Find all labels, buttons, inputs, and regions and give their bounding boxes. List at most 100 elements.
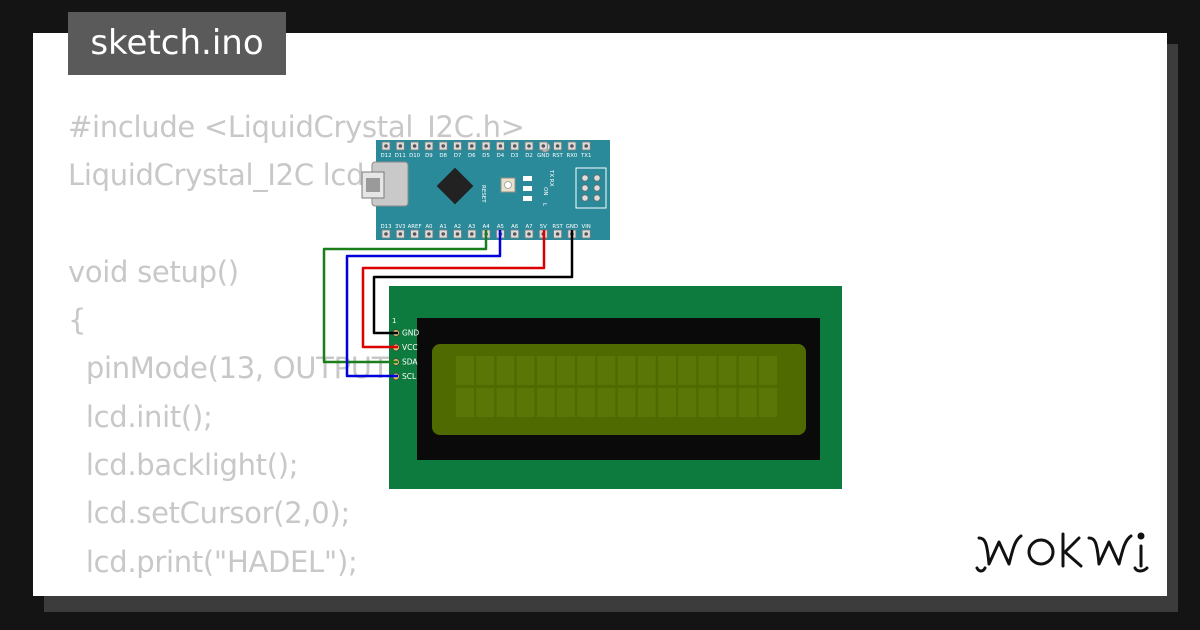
nano-pin-hole bbox=[470, 144, 474, 148]
nano-pin-hole bbox=[541, 144, 546, 148]
icsp-pins bbox=[581, 174, 601, 202]
top-pin-label: D6 bbox=[468, 153, 476, 159]
top-pin-label: D3 bbox=[511, 153, 519, 159]
lcd-cell-grid bbox=[456, 356, 777, 417]
nano-pin-hole bbox=[427, 232, 431, 236]
code-line: lcd.print("HADEL"); bbox=[68, 544, 358, 579]
top-pin-label: D2 bbox=[525, 153, 533, 159]
top-pin-label: D4 bbox=[497, 153, 505, 159]
lcd-char-cell bbox=[516, 388, 535, 417]
bottom-pin-label: A2 bbox=[454, 224, 461, 230]
lcd-char-cell bbox=[658, 356, 676, 385]
lcd-char-cell bbox=[738, 388, 757, 417]
icsp-header bbox=[575, 167, 607, 209]
top-pin-label: D8 bbox=[439, 153, 447, 159]
lcd-char-cell bbox=[617, 356, 636, 385]
nano-pin-hole bbox=[570, 144, 574, 148]
code-line: lcd.init(); bbox=[68, 399, 213, 434]
wokwi-logo-mark bbox=[975, 532, 1149, 573]
wokwi-logo: WOKWI bbox=[975, 532, 1149, 575]
lcd-char-cell bbox=[496, 356, 515, 385]
code-line: void setup() bbox=[68, 254, 239, 289]
lcd-char-cell bbox=[597, 356, 616, 385]
top-pin-label: RST bbox=[552, 153, 563, 159]
nano-pin-hole bbox=[441, 232, 446, 236]
file-tab-title[interactable]: sketch.ino bbox=[68, 12, 286, 75]
nano-pin-hole bbox=[584, 144, 588, 148]
nano-pin-hole bbox=[455, 232, 460, 236]
lcd-char-cell bbox=[476, 356, 495, 385]
nano-pin-hole bbox=[412, 232, 417, 236]
lcd-char-cell bbox=[496, 388, 515, 417]
nano-pin-hole bbox=[512, 232, 517, 236]
nano-pin-hole bbox=[384, 232, 388, 236]
icsp-pin bbox=[593, 174, 601, 182]
code-line: #include <LiquidCrystal_I2C.h> bbox=[68, 110, 525, 144]
bottom-pin-label: A6 bbox=[511, 224, 519, 230]
led-l bbox=[523, 196, 532, 201]
wire-gnd[interactable] bbox=[372, 230, 574, 335]
lcd-char-cell bbox=[516, 356, 535, 385]
nano-pin-hole bbox=[384, 144, 388, 148]
lcd-char-cell bbox=[476, 388, 495, 417]
bottom-pin-label: A7 bbox=[525, 224, 532, 230]
nano-pin-hole bbox=[470, 232, 474, 236]
wire-scl[interactable] bbox=[345, 230, 502, 378]
lcd-char-cell bbox=[456, 356, 474, 385]
icsp-pin bbox=[593, 194, 601, 202]
bottom-pin-label: D13 bbox=[380, 224, 391, 230]
wokwi-logo-text: WOKWI bbox=[1064, 573, 1068, 575]
lcd-char-cell bbox=[678, 356, 697, 385]
on-label: ON bbox=[542, 187, 548, 195]
code-line: pinMode(13, OUTPUT bbox=[68, 351, 390, 386]
nano-pin-hole bbox=[398, 232, 403, 236]
top-pin-label: D10 bbox=[409, 153, 421, 159]
bottom-pin-label: A0 bbox=[425, 224, 433, 230]
top-pin-label: D11 bbox=[395, 153, 406, 159]
icsp-pin bbox=[593, 184, 601, 192]
lcd-char-cell bbox=[698, 356, 717, 385]
lcd-char-cell bbox=[698, 388, 717, 417]
lcd-pin-label: SDA bbox=[402, 358, 418, 367]
lcd-char-cell bbox=[759, 356, 777, 385]
nano-pin-hole bbox=[498, 144, 503, 148]
lcd-char-cell bbox=[557, 356, 575, 385]
code-line: { bbox=[68, 303, 87, 338]
nano-pin-hole bbox=[455, 144, 460, 148]
nano-pin-hole bbox=[555, 144, 560, 148]
bottom-pin-label: RST bbox=[552, 224, 563, 230]
lcd-char-cell bbox=[577, 356, 596, 385]
mcu-chip bbox=[436, 167, 474, 205]
l-label: L bbox=[541, 203, 547, 207]
lcd-char-cell bbox=[536, 356, 555, 385]
code-line: LiquidCrystal_I2C lcd bbox=[68, 158, 365, 193]
top-pin-label: D7 bbox=[454, 153, 462, 159]
led-on bbox=[523, 186, 532, 191]
lcd-pin-label: VCC bbox=[402, 343, 418, 352]
wire-sda[interactable] bbox=[322, 230, 488, 364]
wires bbox=[322, 230, 574, 378]
lcd-char-cell bbox=[718, 356, 737, 385]
wire-vcc[interactable] bbox=[361, 230, 546, 349]
usb-port-inner bbox=[366, 178, 380, 192]
bottom-pin-label: A1 bbox=[440, 224, 447, 230]
lcd-pin-number: 1 bbox=[392, 317, 396, 325]
nano-pin-hole bbox=[441, 144, 446, 148]
led-tx bbox=[523, 176, 532, 181]
top-pin-label: D9 bbox=[425, 153, 433, 159]
top-pin-label: D5 bbox=[482, 153, 490, 159]
nano-pin-hole bbox=[398, 144, 403, 148]
top-pin-label: TX1 bbox=[580, 153, 591, 159]
icsp-pin bbox=[581, 184, 589, 192]
tx-rx-label: TX RX bbox=[548, 169, 554, 187]
lcd-char-cell bbox=[678, 388, 697, 417]
lcd-char-cell bbox=[637, 388, 656, 417]
top-pin-label: RX0 bbox=[566, 153, 577, 159]
lcd-char-cell bbox=[718, 388, 737, 417]
nano-pin-hole bbox=[527, 144, 531, 148]
lcd-char-cell bbox=[557, 388, 575, 417]
